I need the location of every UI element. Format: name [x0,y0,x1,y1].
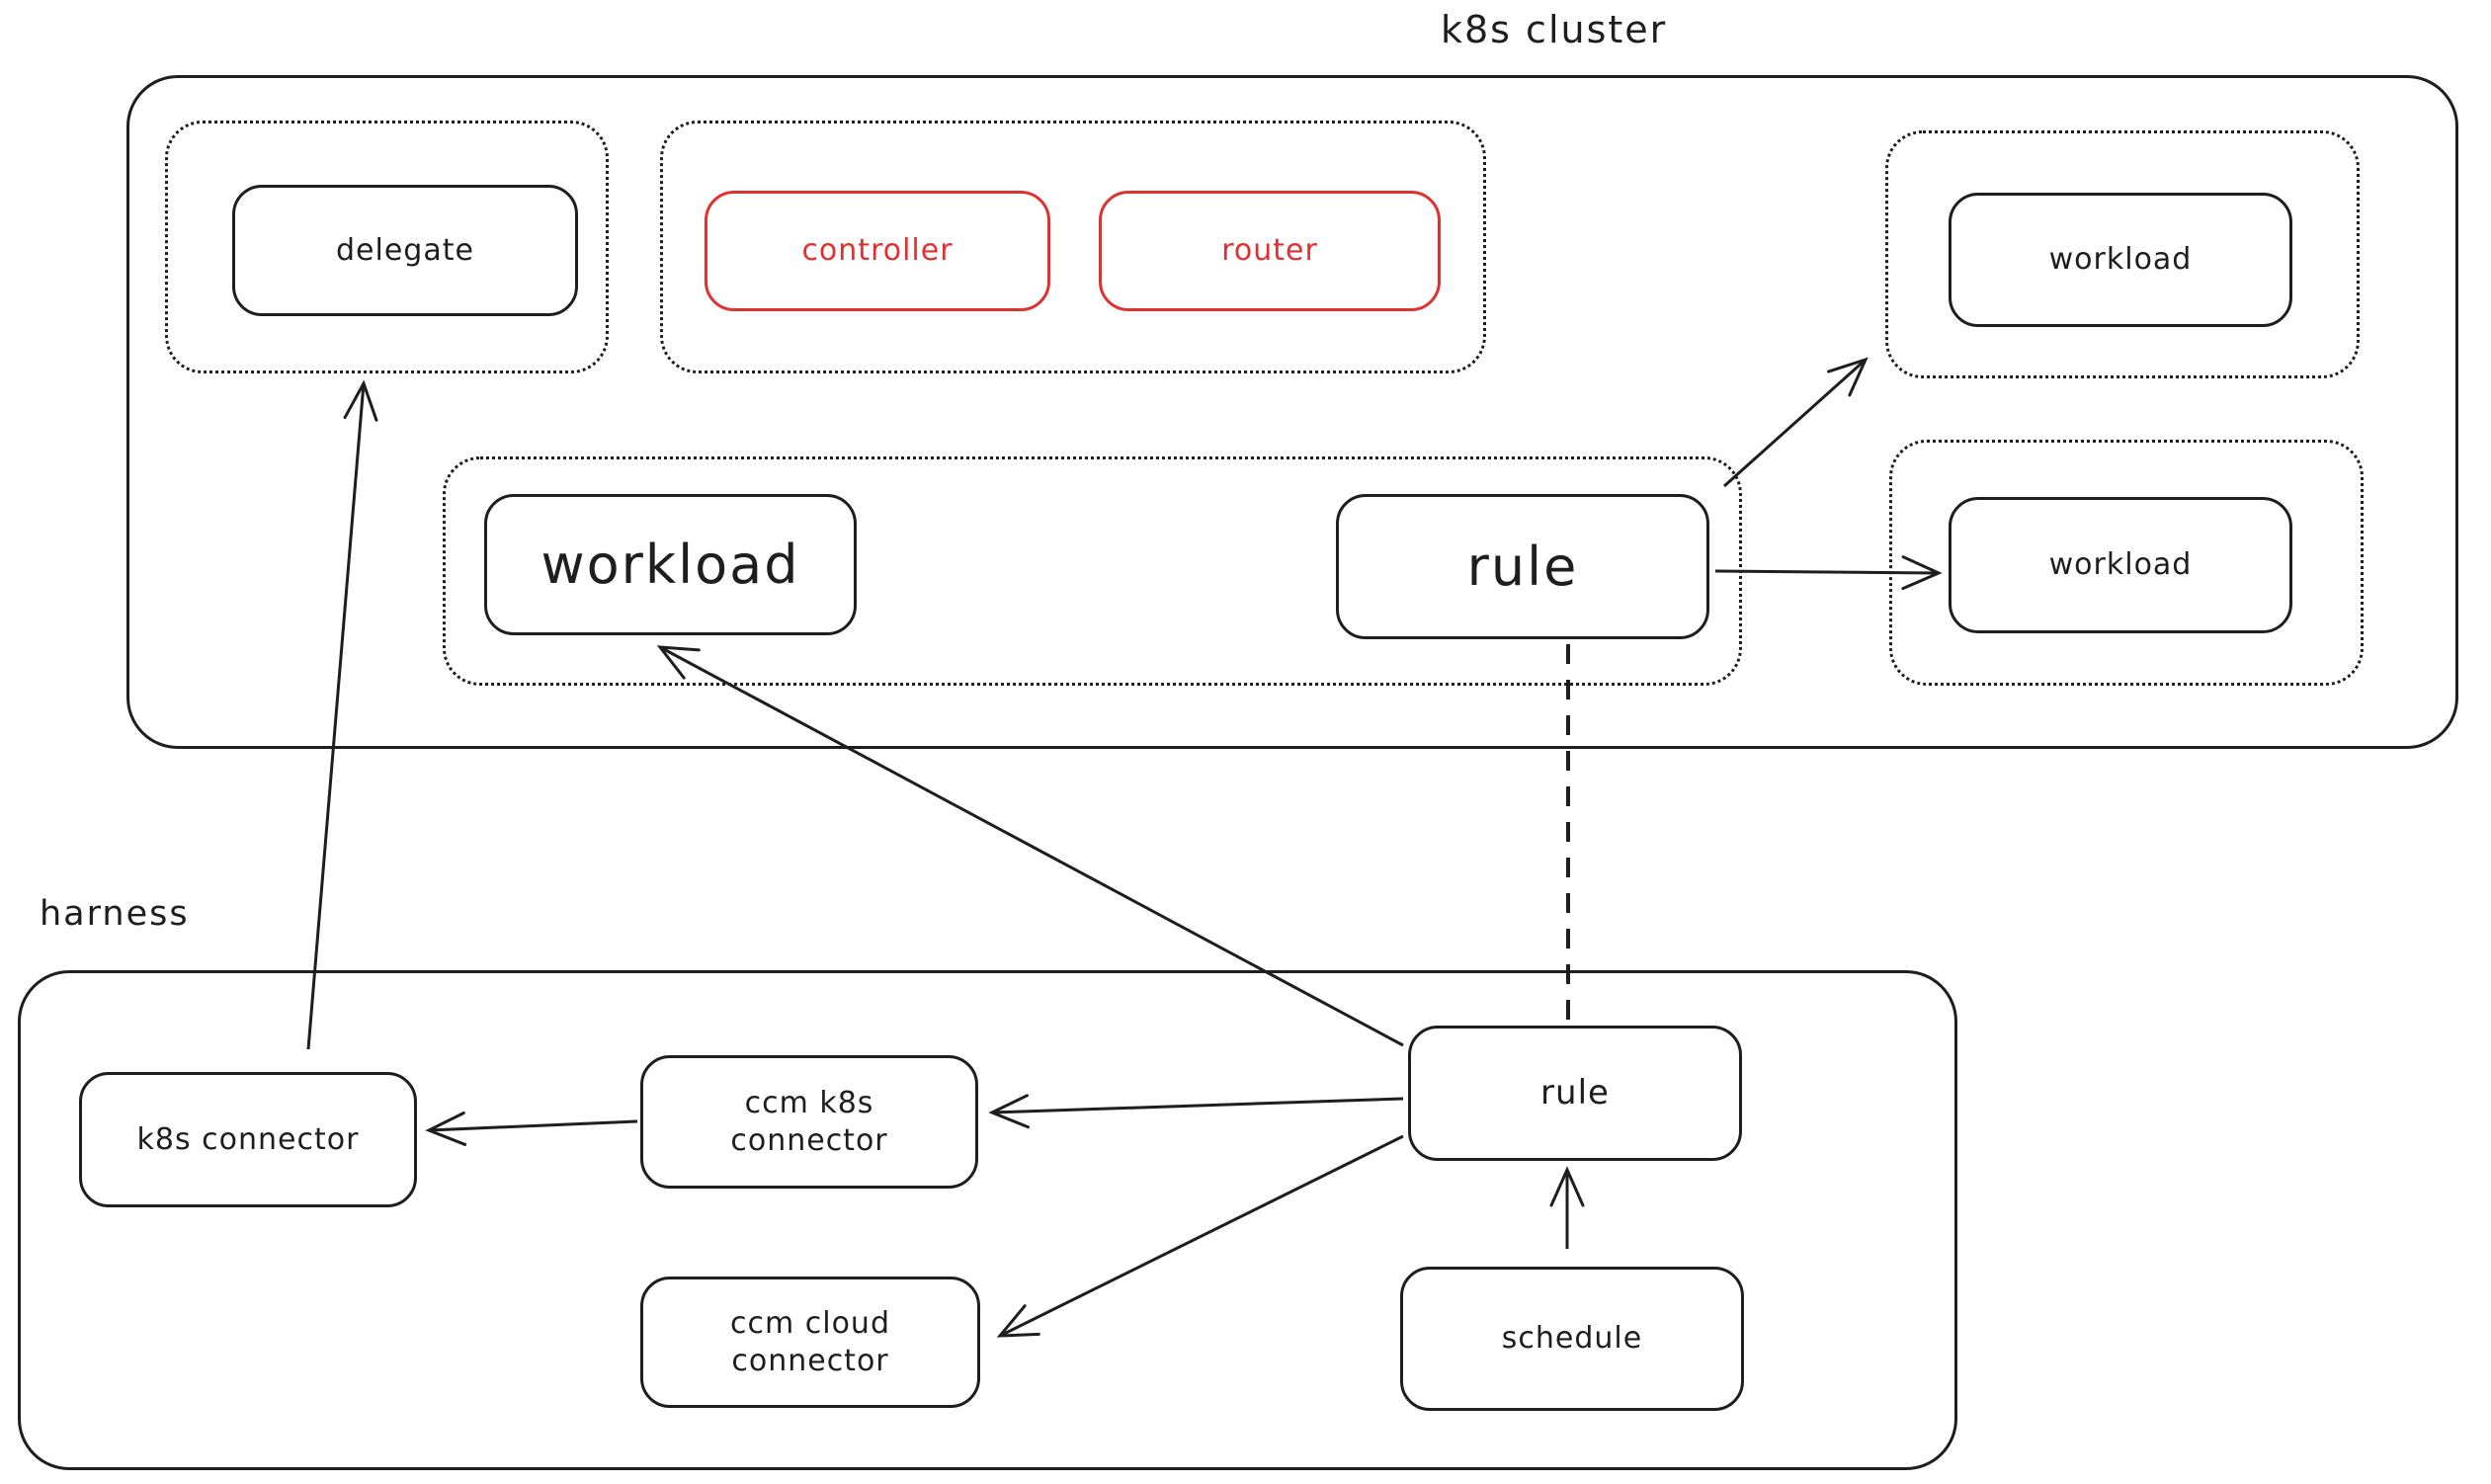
ccm-k8s-connector-node: ccm k8s connector [640,1055,978,1189]
ccm-cloud-connector-node-label: ccm cloud connector [730,1306,890,1378]
router-node-label: router [1221,233,1318,269]
rule-cluster-node-label: rule [1466,535,1579,598]
ccm-k8s-connector-node-label: ccm k8s connector [730,1086,888,1158]
delegate-group [165,121,609,373]
k8s-cluster-label: k8s cluster [1441,8,1668,51]
router-node: router [1099,191,1441,311]
workload-right-bottom-node: workload [1949,497,2292,633]
rule-cluster-node: rule [1336,494,1709,639]
harness-label: harness [40,894,190,934]
delegate-node-label: delegate [336,232,474,268]
rule-harness-node-label: rule [1540,1073,1610,1113]
workload-main-node: workload [484,494,857,635]
workload-right-top-node-label: workload [2048,242,2193,278]
workload-right-top-node: workload [1949,193,2292,327]
k8s-connector-node: k8s connector [79,1072,417,1207]
controller-node: controller [705,191,1050,311]
controller-node-label: controller [801,233,954,269]
workload-right-bottom-group [1889,440,2364,686]
ccm-cloud-connector-node: ccm cloud connector [640,1277,980,1408]
schedule-node: schedule [1400,1267,1744,1411]
k8s-connector-node-label: k8s connector [136,1121,360,1157]
rule-harness-node: rule [1408,1026,1742,1161]
delegate-node: delegate [232,185,578,316]
schedule-node-label: schedule [1501,1321,1643,1357]
workload-main-node-label: workload [540,533,800,596]
workload-right-bottom-node-label: workload [2048,547,2193,583]
workload-right-top-group [1885,130,2360,378]
controller-router-group [660,121,1486,373]
